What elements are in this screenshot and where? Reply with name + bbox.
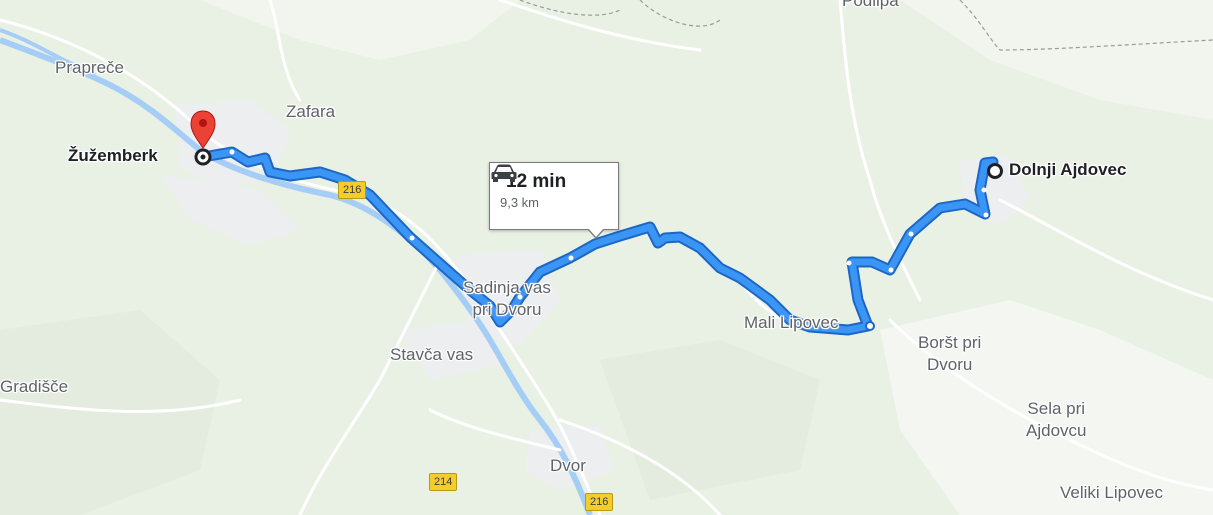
place-label-podlipa: Podlipa: [842, 0, 899, 10]
boundary-lines: [519, 0, 1213, 51]
place-label-mali-lipovec: Mali Lipovec: [744, 313, 839, 332]
open-land: [900, 0, 1213, 120]
place-label-zafara: Zafara: [286, 102, 336, 121]
open-land: [880, 300, 1213, 515]
place-label-borst-pri-dvoru: Boršt pri Dvoru: [918, 333, 982, 375]
route-info-callout[interactable]: 12 min 9,3 km: [489, 162, 619, 230]
road-shield-216: 216: [338, 181, 367, 199]
place-label-prapreče: Prapreče: [55, 58, 124, 77]
place-label-veliki-lipovec: Veliki Lipovec: [1060, 483, 1164, 502]
built-up-area: [400, 320, 500, 380]
start-circle-icon[interactable]: [987, 163, 1003, 179]
river-branch: [0, 28, 96, 77]
river: [0, 37, 593, 515]
route-dots: [229, 149, 989, 309]
open-land: [0, 0, 520, 60]
route-distance: 9,3 km: [500, 195, 540, 210]
road-shield-214: 214: [429, 473, 458, 491]
callout-tail-inner: [588, 228, 604, 237]
origin-label[interactable]: Žužemberk: [68, 146, 158, 165]
place-label-dvor: Dvor: [550, 456, 586, 475]
place-label-gradisce: Gradišče: [0, 377, 69, 396]
built-up-area: [525, 425, 615, 490]
road-shield-216: 216: [585, 493, 614, 511]
destination-pin-icon[interactable]: [190, 110, 216, 149]
destination-label[interactable]: Dolnji Ajdovec: [1009, 160, 1127, 179]
built-up-area: [160, 175, 300, 245]
place-label-stavca-vas: Stavča vas: [390, 345, 474, 364]
place-label-sela-pri-ajdovcu: Sela pri Ajdovcu: [1026, 399, 1087, 441]
origin-marker[interactable]: [194, 148, 212, 166]
route-duration: 12 min: [506, 171, 567, 192]
waypoint-marker: [865, 321, 875, 331]
forest-area: [600, 340, 820, 500]
forest-area: [0, 310, 220, 515]
place-label-sadinja-vas: Sadinja vas pri Dvoru: [463, 278, 551, 320]
